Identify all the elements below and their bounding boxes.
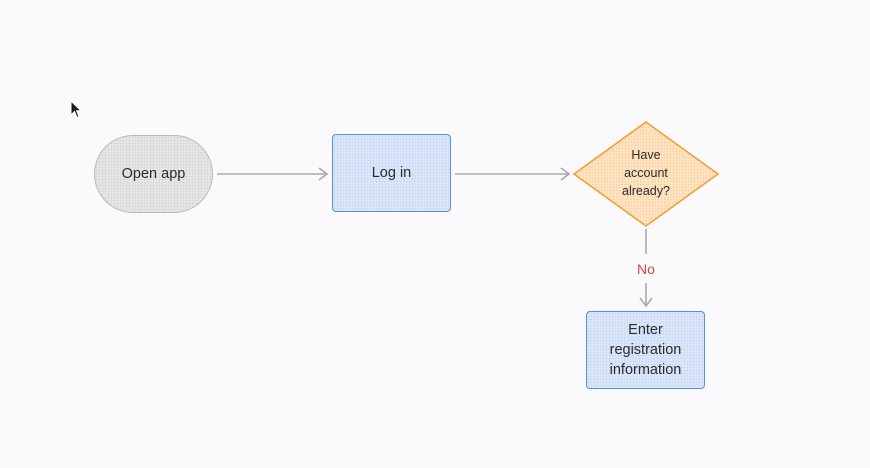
decision-diamond[interactable] (572, 121, 720, 227)
arrowhead-register (639, 297, 653, 308)
edge-label-no: No (626, 259, 666, 279)
node-open-app[interactable]: Open app (94, 135, 213, 213)
arrowhead-login (318, 167, 329, 181)
node-log-in[interactable]: Log in (332, 134, 451, 212)
mouse-cursor-icon (70, 100, 82, 119)
node-enter-registration-label: Enter registration information (609, 322, 682, 378)
arrowhead-decision (560, 167, 571, 181)
node-have-account-label-box: Have account already? (596, 145, 696, 201)
node-open-app-label: Open app (121, 166, 186, 182)
node-enter-registration[interactable]: Enter registration information (586, 311, 705, 389)
node-have-account-label: Have account already? (622, 148, 670, 198)
node-log-in-label: Log in (371, 165, 412, 181)
